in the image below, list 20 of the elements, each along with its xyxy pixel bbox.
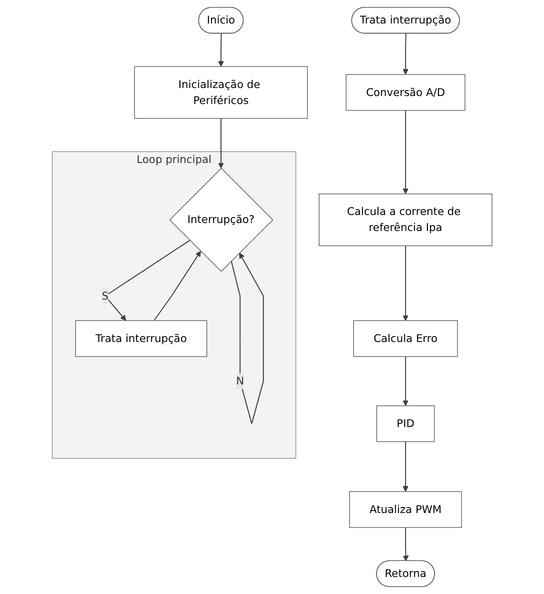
arrow	[402, 245, 408, 321]
arrow	[218, 33, 224, 67]
arrow	[402, 526, 409, 562]
node-box: Inicialização de Periféricos	[134, 66, 308, 119]
arrow	[402, 441, 408, 492]
node-box: Conversão A/D	[346, 74, 466, 111]
node-box: Atualiza PWM	[349, 491, 462, 528]
arrow	[402, 33, 408, 75]
node-box: Calcula Erro	[353, 320, 458, 357]
node-box: PID	[376, 405, 435, 442]
arrow	[230, 252, 264, 424]
edge-label: N	[236, 374, 244, 388]
node-box: Trata interrupção	[75, 320, 207, 357]
arrow	[402, 110, 408, 194]
edge-label: S	[102, 289, 108, 302]
node-box: Calcula a corrente de referência Ipa	[318, 194, 492, 246]
arrow	[402, 356, 408, 406]
arrow	[153, 250, 201, 322]
arrow	[218, 118, 224, 169]
node-diamond: Interrupção?	[169, 168, 274, 272]
